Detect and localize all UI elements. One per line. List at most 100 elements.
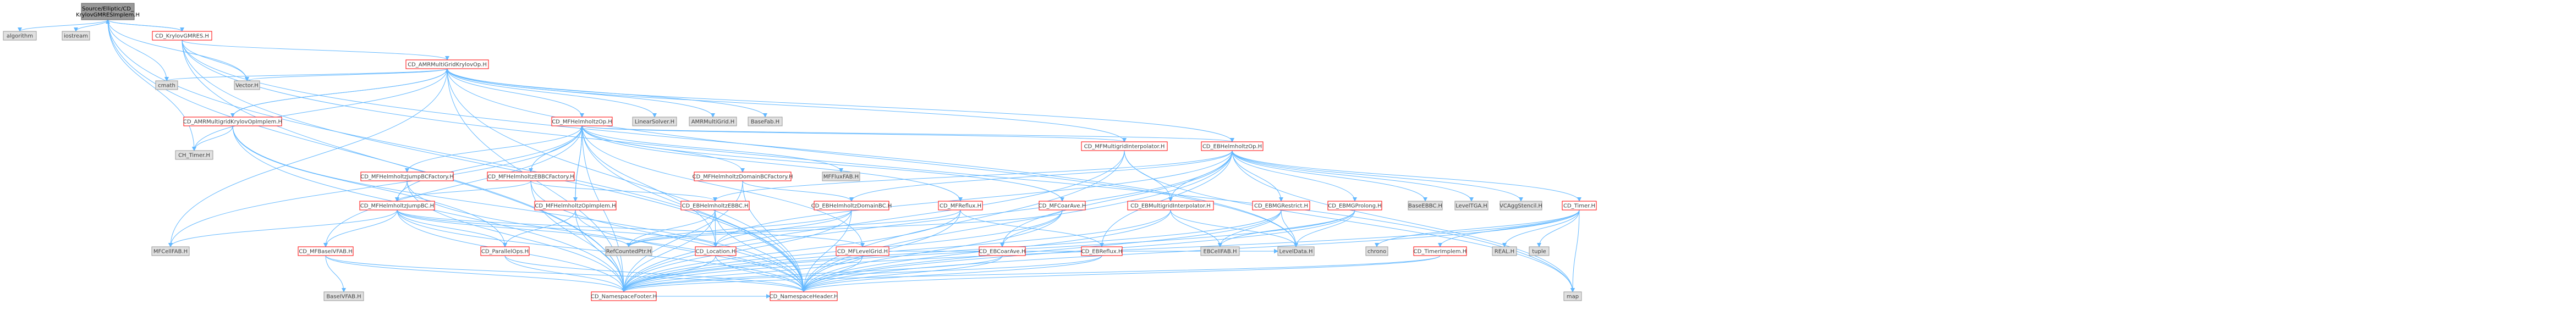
edge-timerimpl-to-nsheader [801, 255, 1441, 292]
node-ebcoarave[interactable]: CD_EBCoarAve.H [979, 246, 1026, 256]
edge-domainfactory-to-domainbc [742, 180, 854, 202]
node-parallelops[interactable]: CD_ParallelOps.H [480, 246, 530, 256]
node-box-mffluxfab [822, 171, 860, 181]
edge-ebbc-to-refcounted [627, 209, 716, 247]
node-box-real [1492, 246, 1517, 256]
node-amrimpl[interactable]: CD_AMRMultigridKrylovOpImplem.H [183, 117, 282, 126]
node-gmres[interactable]: CD_KrylovGMRES.H [152, 31, 212, 41]
node-label-ebmginterp: CD_EBMultigridInterpolator.H [1130, 203, 1211, 209]
node-label-mfcellfab: MFCellFAB.H [153, 249, 188, 255]
node-mfreflux[interactable]: CD_MFReflux.H [938, 201, 983, 211]
edge-gmres-to-nsheader [182, 40, 806, 292]
edge-timer-to-chrono [1375, 209, 1580, 247]
node-label-ebcellfab: EBCellFAB.H [1204, 249, 1237, 255]
edge-root-to-chtimer [107, 19, 196, 151]
node-box-domainbc [814, 201, 889, 211]
node-box-ebreflux [1081, 246, 1123, 256]
node-box-baseebbc [1408, 201, 1443, 211]
node-box-nsfooter [591, 291, 657, 301]
edge-amr-to-chtimer [192, 68, 448, 151]
edge-location-to-nsheader [715, 255, 806, 292]
edge-mfreflux-to-ebreflux [960, 209, 1104, 247]
node-label-timer: CD_Timer.H [1563, 203, 1595, 209]
edge-mfcoarave-to-refcounted [627, 209, 1063, 247]
node-box-mfhelm [551, 117, 613, 126]
node-nsfooter[interactable]: CD_NamespaceFooter.H [591, 291, 657, 301]
node-jumpbc[interactable]: CD_MFHelmholtzJumpBC.H [359, 201, 435, 211]
node-label-mfmginterp: CD_MFMultigridInterpolator.H [1084, 144, 1165, 150]
edge-ebreflux-to-nsfooter [622, 255, 1102, 292]
edge-mfbaseivfab-to-nsfooter [325, 255, 626, 292]
edge-amr-to-cmath [164, 68, 448, 81]
node-mfmginterp[interactable]: CD_MFMultigridInterpolator.H [1081, 141, 1168, 151]
node-ebmginterp[interactable]: CD_EBMultigridInterpolator.H [1127, 201, 1214, 211]
node-nsheader[interactable]: CD_NamespaceHeader.H [770, 291, 838, 301]
node-location[interactable]: CD_Location.H [695, 246, 737, 256]
node-box-leveldata [1277, 246, 1315, 256]
node-box-ebmginterp [1127, 201, 1214, 211]
node-box-mfopimpl [534, 201, 617, 211]
node-domainbc[interactable]: CD_EBHelmholtzDomainBC.H [811, 201, 892, 211]
edge-ebhelm-to-location [713, 150, 1233, 247]
edge-amr-to-linsolver [447, 68, 657, 118]
node-mfbaseivfab[interactable]: CD_MFBaseIVFAB.H [298, 246, 354, 256]
edge-ebbc-to-nsheader [715, 209, 806, 292]
node-jumpfactory[interactable]: CD_MFHelmholtzJumpBCFactory.H [360, 171, 454, 181]
node-ebbcfactory[interactable]: CD_MFHelmholtzEBBCFactory.H [487, 171, 575, 181]
edge-layer [18, 19, 1581, 298]
edge-amrimpl-to-parallelops [232, 125, 507, 247]
edge-gmres-to-root [106, 19, 183, 32]
node-mflevelgrid[interactable]: CD_MFLevelGrid.H [836, 246, 889, 256]
node-chtimer: CH_Timer.H [175, 150, 213, 160]
node-domainfactory[interactable]: CD_MFHelmholtzDomainBCFactory.H [693, 171, 793, 181]
edge-domainbc-to-nsheader [801, 209, 852, 292]
node-box-baseivfab [323, 291, 364, 301]
node-ebbc[interactable]: CD_EBHelmholtzEBBC.H [680, 201, 750, 211]
node-mfhelm[interactable]: CD_MFHelmholtzOp.H [551, 117, 613, 126]
node-box-vcaggstencil [1500, 201, 1542, 211]
node-ebreflux[interactable]: CD_EBReflux.H [1081, 246, 1123, 256]
edge-mfhelm-to-jumpbc [395, 125, 583, 202]
node-label-amr: CD_AMRMultiGridKrylovOp.H [408, 62, 487, 68]
node-label-mfhelm: CD_MFHelmholtzOp.H [552, 119, 612, 125]
edge-ebhelm-to-domainbc [849, 150, 1233, 202]
edge-ebhelm-to-map [1232, 150, 1575, 292]
node-amr[interactable]: CD_AMRMultiGridKrylovOp.H [405, 59, 489, 69]
edge-mfhelm-to-mflevelgrid [581, 125, 865, 247]
node-ebmgprolong[interactable]: CD_EBMGProlong.H [1327, 201, 1382, 211]
node-mfcoarave[interactable]: CD_MFCoarAve.H [1039, 201, 1086, 211]
edge-mfhelm-to-location [581, 125, 718, 247]
edge-ebhelm-to-vcaggstencil [1232, 150, 1523, 202]
edge-mfbaseivfab-to-baseivfab [325, 255, 346, 292]
node-timer[interactable]: CD_Timer.H [1562, 201, 1597, 211]
node-label-algorithm: algorithm [7, 34, 33, 40]
node-label-ebcoarave: CD_EBCoarAve.H [979, 249, 1025, 255]
node-iostream: iostream [62, 31, 90, 41]
edge-ebhelm-to-nsheader [801, 150, 1233, 292]
node-mfcellfab: MFCellFAB.H [151, 246, 190, 256]
edge-amr-to-ebhelm [447, 68, 1234, 142]
edge-ebcoarave-to-nsfooter [622, 255, 1003, 292]
node-label-jumpfactory: CD_MFHelmholtzJumpBCFactory.H [360, 174, 454, 180]
node-label-chtimer: CH_Timer.H [178, 153, 210, 159]
node-label-ebbc: CD_EBHelmholtzEBBC.H [682, 203, 748, 209]
node-ebmgrestrict[interactable]: CD_EBMGRestrict.H [1252, 201, 1310, 211]
node-box-mfcellfab [151, 246, 190, 256]
node-box-timer [1562, 201, 1597, 211]
node-timerimpl[interactable]: CD_TimerImplem.H [1413, 246, 1467, 256]
node-ebcellfab: EBCellFAB.H [1200, 246, 1240, 256]
node-mfopimpl[interactable]: CD_MFHelmholtzOpImplem.H [534, 201, 617, 211]
node-label-map: map [1567, 294, 1579, 300]
node-algorithm: algorithm [3, 31, 37, 41]
edge-mfmginterp-to-map [1124, 150, 1575, 292]
edge-ebhelm-to-ebcoarave [1000, 150, 1233, 247]
edge-gmres-to-amr [182, 40, 449, 60]
node-box-domainfactory [694, 171, 792, 181]
node-box-basefab [748, 117, 783, 126]
node-box-amrmg [689, 117, 737, 126]
node-root[interactable]: Source/Elliptic/CD_KrylovGMRESImplem.H [76, 3, 140, 20]
node-box-mfmginterp [1081, 141, 1168, 151]
node-box-refcounted [605, 246, 652, 256]
node-box-gmres [152, 31, 212, 41]
node-ebhelm[interactable]: CD_EBHelmholtzOp.H [1201, 141, 1264, 151]
